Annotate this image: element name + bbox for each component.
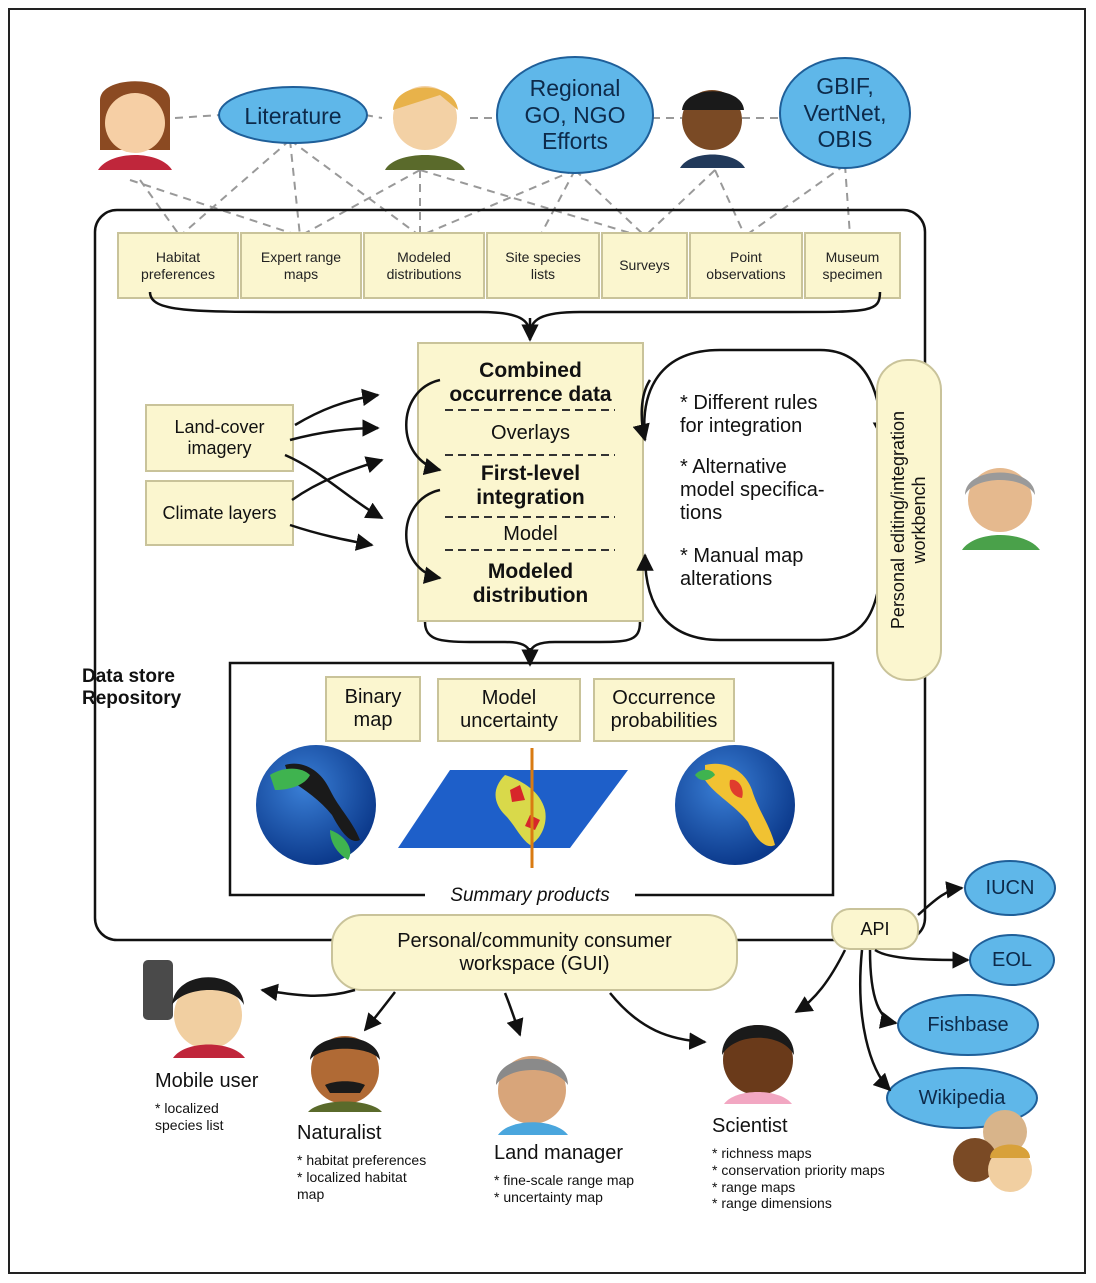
binary-map-label: Binary map bbox=[344, 686, 402, 731]
workspace-label: Personal/community consumer workspace (G… bbox=[397, 929, 672, 975]
data-type-modeled: Modeled distributions bbox=[386, 249, 462, 282]
group-face-icon bbox=[953, 1110, 1032, 1192]
binary-globe-icon bbox=[256, 745, 376, 865]
contributor-face-icon bbox=[98, 81, 172, 170]
eol-label: EOL bbox=[991, 948, 1033, 971]
figure-frame bbox=[8, 8, 1086, 1274]
source-dashed-links bbox=[129, 114, 851, 237]
land-cover-label: Land-cover imagery bbox=[174, 417, 265, 458]
data-type-expert-range: Expert range maps bbox=[260, 249, 342, 282]
contributor-face-icon bbox=[385, 86, 465, 170]
editor-face-icon bbox=[962, 468, 1040, 550]
data-type-site-species: Site species lists bbox=[505, 249, 581, 282]
mobile-user-title: Mobile user bbox=[155, 1070, 259, 1092]
summary-products-label: Summary products bbox=[450, 885, 610, 907]
regional-label: Regional GO, NGO Efforts bbox=[524, 75, 626, 155]
scientist-face-icon bbox=[722, 1025, 794, 1104]
binary-box bbox=[325, 676, 421, 742]
regional-ellipse bbox=[496, 56, 654, 174]
data-type-surveys: Surveys bbox=[619, 257, 670, 274]
wikipedia-label: Wikipedia bbox=[918, 1086, 1006, 1109]
data-store-label: Data store Repository bbox=[82, 666, 182, 709]
first-level-label: First-level integration bbox=[476, 461, 585, 509]
data-type-point: Point observations bbox=[706, 249, 786, 282]
modeled-label: Modeled distribution bbox=[472, 559, 589, 607]
overlays-label: Overlays bbox=[491, 421, 570, 444]
fishbase-label: Fishbase bbox=[927, 1013, 1009, 1036]
uncertainty-box bbox=[437, 678, 581, 742]
iucn-label: IUCN bbox=[985, 876, 1035, 899]
climate-label: Climate layers bbox=[162, 502, 277, 523]
model-uncertainty-label: Model uncertainty bbox=[460, 687, 558, 732]
process-box bbox=[417, 342, 644, 622]
scientist-title: Scientist bbox=[712, 1115, 788, 1137]
mobile-user-notes: * localized species list bbox=[155, 1100, 224, 1133]
contributor-face-icon bbox=[680, 90, 745, 168]
climate-box bbox=[145, 480, 294, 546]
land-manager-face-icon bbox=[496, 1056, 568, 1135]
workbench-note-rules: * Different rules for integration bbox=[680, 392, 818, 437]
api-pill bbox=[831, 908, 919, 950]
data-type-museum: Museum specimen bbox=[822, 249, 883, 282]
data-type-boxes bbox=[117, 232, 901, 299]
literature-label: Literature bbox=[244, 102, 342, 129]
probability-globe-icon bbox=[675, 745, 795, 865]
source-ellipses bbox=[218, 56, 911, 174]
naturalist-face-icon bbox=[308, 1036, 382, 1112]
api-label: API bbox=[860, 918, 890, 939]
uncertainty-map-icon bbox=[398, 748, 628, 868]
workbench-label: Personal editing/integration workbench bbox=[888, 410, 929, 630]
mobile-user-face-icon bbox=[143, 960, 245, 1058]
bracket-into-combined bbox=[148, 291, 882, 336]
workspace-pill bbox=[331, 914, 738, 991]
scientist-notes: * richness maps * conservation priority … bbox=[712, 1145, 885, 1212]
workbench-note-manual: * Manual map alterations bbox=[680, 545, 804, 590]
naturalist-title: Naturalist bbox=[297, 1122, 382, 1144]
probabilities-box bbox=[593, 678, 735, 742]
data-type-habitat: Habitat preferences bbox=[141, 249, 215, 282]
combined-label: Combined occurrence data bbox=[449, 358, 612, 406]
literature-ellipse bbox=[218, 86, 368, 144]
naturalist-notes: * habitat preferences * localized habita… bbox=[297, 1152, 427, 1202]
workbench-pill bbox=[876, 359, 942, 681]
model-label: Model bbox=[503, 522, 558, 545]
occurrence-probabilities-label: Occurrence probabilities bbox=[610, 687, 718, 732]
land-manager-title: Land manager bbox=[494, 1142, 623, 1164]
gbif-ellipse bbox=[779, 57, 911, 169]
workbench-note-model: * Alternative model specifica- tions bbox=[680, 456, 825, 524]
land-manager-notes: * fine-scale range map * uncertainty map bbox=[494, 1172, 635, 1205]
gbif-label: GBIF, VertNet, OBIS bbox=[803, 73, 887, 153]
land-cover-box bbox=[145, 404, 294, 472]
